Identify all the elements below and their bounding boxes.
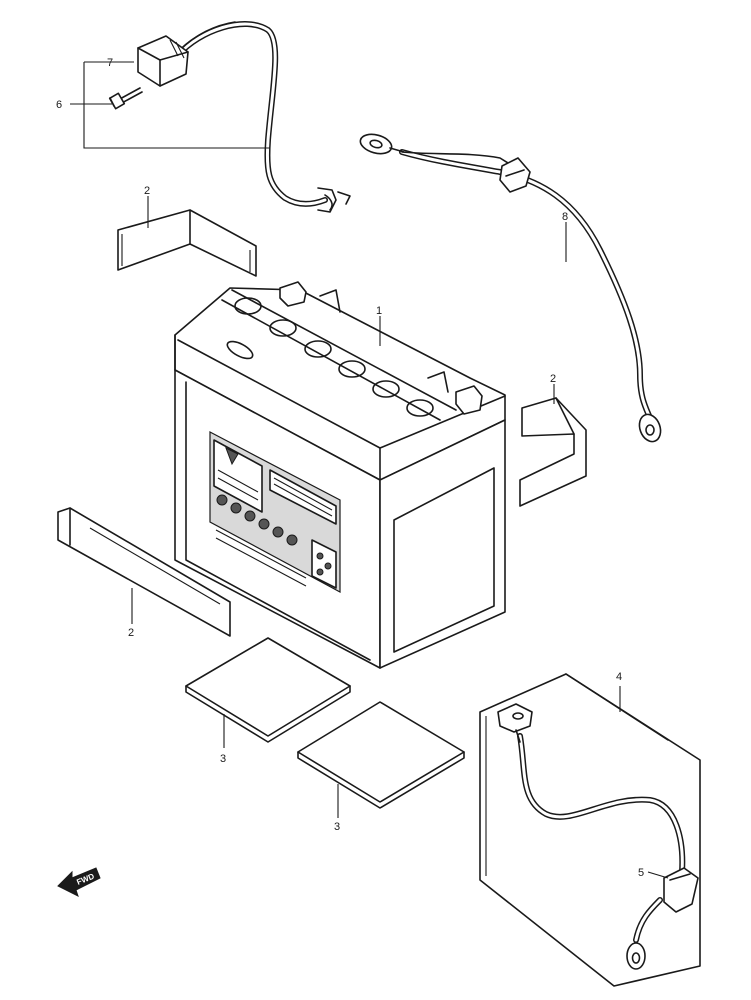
label-8: 8 bbox=[562, 211, 568, 223]
label-3-left: 3 bbox=[220, 753, 226, 765]
label-2-top: 2 bbox=[144, 185, 150, 197]
label-5: 5 bbox=[638, 867, 644, 879]
ring-terminal-top[interactable] bbox=[358, 131, 405, 157]
terminal-bolt[interactable] bbox=[108, 87, 143, 110]
leader-5 bbox=[647, 871, 669, 879]
battery-cover[interactable] bbox=[479, 673, 701, 987]
terminal-right bbox=[455, 385, 483, 415]
label-6: 6 bbox=[56, 99, 62, 111]
battery-warning-label bbox=[209, 431, 341, 594]
fwd-arrow-icon: FWD bbox=[57, 867, 101, 897]
cell-cap-1 bbox=[234, 297, 262, 315]
label-7: 7 bbox=[107, 57, 113, 69]
pad-left[interactable] bbox=[185, 637, 351, 743]
ring-terminal-bottom[interactable] bbox=[636, 411, 664, 444]
terminal-cap[interactable] bbox=[137, 35, 189, 87]
cell-cap-4 bbox=[338, 360, 366, 378]
spacer-front[interactable] bbox=[57, 507, 231, 637]
label-2-right: 2 bbox=[550, 373, 556, 385]
label-1: 1 bbox=[376, 305, 382, 317]
negative-lead[interactable] bbox=[497, 703, 699, 970]
lead-terminal-top[interactable] bbox=[497, 703, 533, 743]
spacer-right[interactable] bbox=[519, 397, 587, 507]
lead-ring-terminal[interactable] bbox=[626, 942, 646, 970]
battery[interactable] bbox=[174, 281, 506, 669]
lead-boot[interactable] bbox=[663, 867, 699, 913]
pad-right[interactable] bbox=[297, 701, 465, 809]
label-3-right: 3 bbox=[334, 821, 340, 833]
label-2-front: 2 bbox=[128, 627, 134, 639]
bracket-6-7 bbox=[83, 62, 270, 149]
label-4: 4 bbox=[616, 671, 622, 683]
cell-cap-3 bbox=[304, 340, 332, 358]
terminal-left bbox=[279, 281, 307, 307]
connector-plug[interactable] bbox=[499, 157, 531, 193]
negative-cable[interactable] bbox=[358, 131, 664, 444]
cell-cap-2 bbox=[269, 319, 297, 337]
positive-lead-assembly[interactable] bbox=[108, 21, 351, 213]
spacer-top-left[interactable] bbox=[117, 209, 257, 277]
